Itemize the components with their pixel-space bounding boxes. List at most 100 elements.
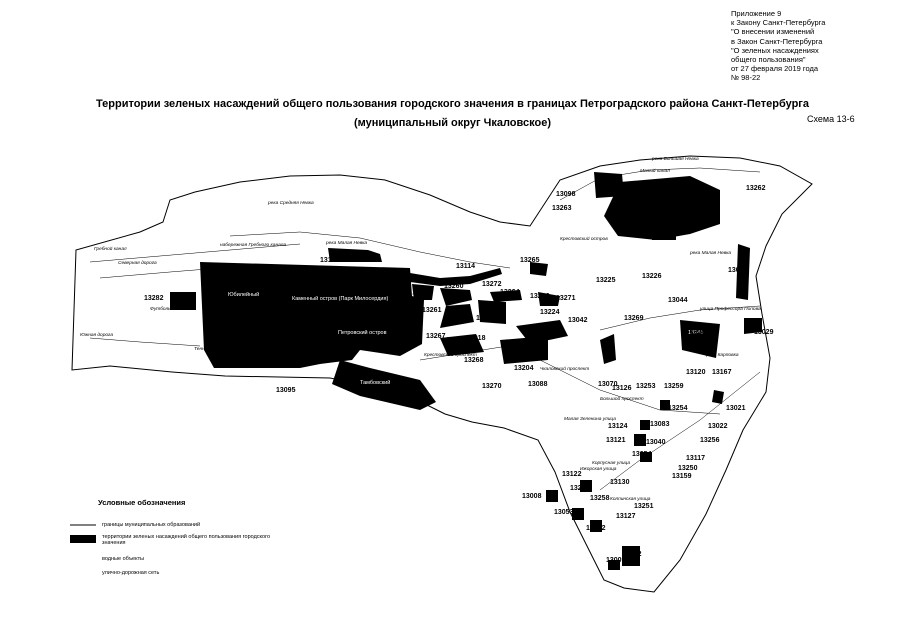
street-label: Северная дорога [118,260,157,266]
label-yubileyny: Юбилейный [228,291,259,298]
green-area-13048 [604,176,720,240]
street-label: река Средняя Невка [267,200,314,206]
green-area-petrovsky [332,360,436,410]
green-area-13008 [546,490,558,502]
green-area-13029 [744,318,762,334]
area-label: 13127 [616,513,636,520]
area-label: 13218 [466,335,486,342]
area-label: 13072 [622,551,642,558]
area-label: 13027 [506,349,526,356]
green-area-13021 [712,390,724,404]
green-area-13009 [608,560,620,570]
label-kamenny: Каменный остров (Парк Милосердия) [292,295,388,302]
legend-title: Условные обозначения [98,498,186,507]
area-label: 13254 [668,405,688,412]
area-label: 13021 [726,405,746,412]
area-label: 13272 [482,281,502,288]
green-area-13166 [650,226,676,240]
area-label: 13224 [540,309,560,316]
green-area-13252 [590,520,602,532]
green-area-13027 [500,336,548,364]
area-label: 13271 [556,295,576,302]
area-label: 13120 [686,369,706,376]
annex-line: от 27 февраля 2019 года [731,64,819,74]
area-label: 13114 [456,263,475,270]
area-label: 13265 [520,257,540,264]
area-label: 13264 [500,289,520,296]
area-label: 13043 [446,337,466,344]
street-label: Теннисная аллея [194,346,233,352]
green-area-13040 [634,434,646,446]
area-label: 13088 [528,381,548,388]
street-label: Малый канал [640,167,670,174]
river-bolshaya-nevka [559,167,761,201]
area-label: 13283 [690,329,710,336]
area-label: 13053 [554,509,574,516]
area-label: 13261 [422,307,442,314]
green-area-13054 [640,452,652,462]
green-area-swatch-icon [70,535,96,543]
street-label: Гребной канал [94,245,127,252]
area-label: 13258 [590,495,610,502]
river-srednyaya-nevka [229,231,511,269]
schema-number: Схема 13-6 [807,114,855,124]
area-label: 13008 [522,493,542,500]
area-label: 13083 [650,421,670,428]
area-label: 13048 [674,199,694,206]
area-label: 13252 [586,525,606,532]
street-label: Крестовский остров [560,235,608,242]
street-label: река Малая Невка [689,250,731,256]
legend-text: территории зеленых насаждений общего пол… [102,534,271,547]
green-area-13254 [660,400,670,410]
green-area-13260 [440,288,472,306]
area-label: 13270 [482,383,502,390]
area-label: 13269 [624,315,644,322]
area-label: 13016 [728,267,748,274]
area-label: 13122 [562,471,582,478]
street-label: Чкаловский проспект [540,365,589,372]
street-zelenina [599,371,761,491]
area-label: 13204 [514,365,534,372]
legend-text: улично-дорожная сеть [102,570,160,576]
boundary-line-icon [70,524,96,526]
area-label: 13250 [678,465,698,472]
area-label: 13262 [746,185,766,192]
street-label: Малая Зеленина улица [564,416,616,422]
area-label: 13042 [568,317,588,324]
area-label: 13159 [672,473,692,480]
label-petrovsky: Петровский остров [338,329,387,336]
street-label: Ижорская улица [580,466,617,472]
annex-line: к Закону Санкт-Петербурга [731,18,826,28]
street-labels: река Средняя Невка набережная Гребного к… [80,156,761,502]
area-label: 13167 [712,369,732,376]
area-labels: 13098 13263 13048 13262 13166 13016 1322… [144,185,774,564]
canal-grebnoy [89,243,301,263]
area-label: 13251 [634,503,654,510]
area-label: 13040 [646,439,666,446]
annex-line: общего пользования" [731,55,806,65]
title-line-1: Территории зеленых насаждений общего пол… [95,98,810,110]
area-label: 13256 [700,437,720,444]
area-label: 13054 [632,451,652,458]
street-label: набережная Гребного канала [220,242,286,248]
green-area-13114 [392,268,502,286]
area-label: 13126 [612,385,632,392]
street-label: Кадетская дорога [330,326,372,332]
area-label: 13098 [556,191,576,198]
area-label: 13115 [320,257,339,264]
green-area-13243 [680,320,720,358]
street-label: река Большая Невка [651,156,699,162]
area-label: 13166 [646,221,666,228]
green-area-13218 [440,334,484,356]
area-label: 13266 [530,293,550,300]
area-label: 13259 [664,383,684,390]
area-label: 13124 [608,423,628,430]
street-label: Крестовский проспект [424,351,477,358]
area-label: 13253 [636,383,656,390]
green-area-13083 [640,420,650,430]
street-bolshoy [539,359,721,415]
green-area-13282 [170,292,196,310]
area-label: 13226 [642,273,662,280]
street-label: Футбольная аллея [150,306,194,312]
